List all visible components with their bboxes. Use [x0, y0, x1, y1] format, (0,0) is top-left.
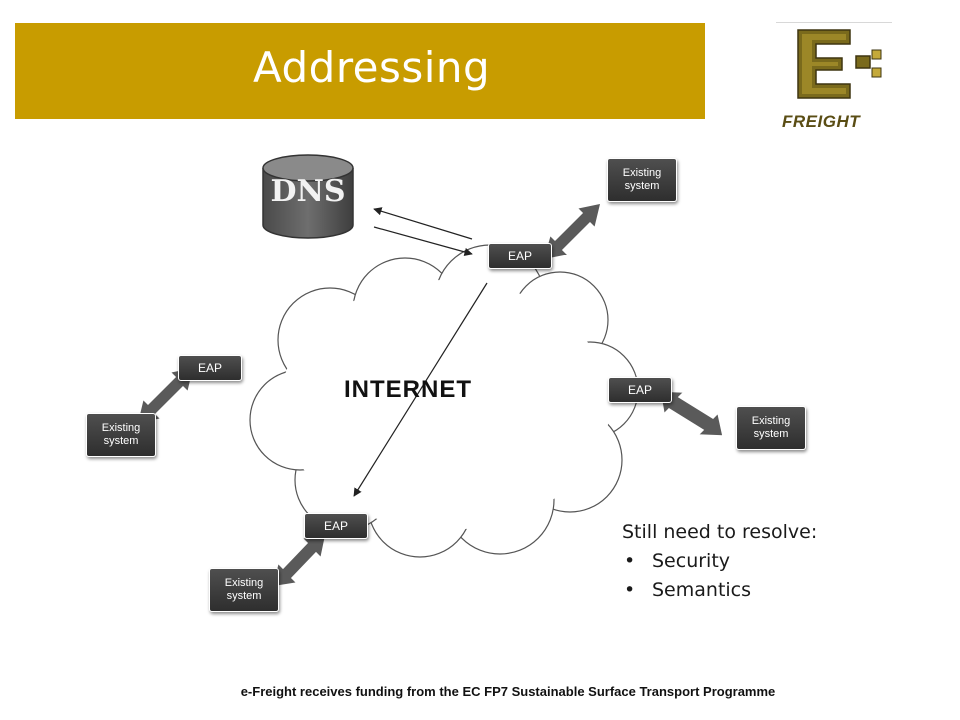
- existing-system-right: Existing system: [736, 406, 806, 450]
- eap-node-bottom: EAP: [304, 513, 368, 539]
- link-arrows: [135, 202, 724, 588]
- dns-request-arrow: [373, 226, 473, 257]
- resolve-notes: Still need to resolve: Security Semantic…: [622, 518, 817, 605]
- existing-system-top: Existing system: [607, 158, 677, 202]
- dns-label: DNS: [270, 174, 346, 209]
- resolve-list: Security Semantics: [622, 547, 817, 605]
- title-bar: Addressing: [15, 23, 705, 119]
- logo-word: FREIGHT: [782, 112, 861, 131]
- e-freight-logo: FREIGHT: [776, 20, 896, 132]
- existing-system-bottom: Existing system: [209, 568, 279, 612]
- slide-title: Addressing: [253, 43, 491, 92]
- internet-cloud: [249, 244, 639, 558]
- funding-footer: e-Freight receives funding from the EC F…: [240, 684, 776, 699]
- logo-divider: [776, 22, 892, 23]
- eap-node-right: EAP: [608, 377, 672, 403]
- eap-node-top: EAP: [488, 243, 552, 269]
- resolve-item-security: Security: [624, 547, 817, 576]
- internet-label: INTERNET: [344, 376, 472, 403]
- logo-e-mark-icon: [797, 29, 882, 99]
- eap-node-left: EAP: [178, 355, 242, 381]
- routing-arrow: [353, 282, 488, 497]
- resolve-heading: Still need to resolve:: [622, 521, 818, 543]
- existing-system-left: Existing system: [86, 413, 156, 457]
- dns-database-icon: [262, 154, 354, 239]
- link-arrow-bottom: [270, 533, 327, 588]
- link-arrow-right: [659, 390, 724, 437]
- resolve-item-semantics: Semantics: [624, 576, 817, 605]
- dns-response-arrow: [373, 207, 473, 240]
